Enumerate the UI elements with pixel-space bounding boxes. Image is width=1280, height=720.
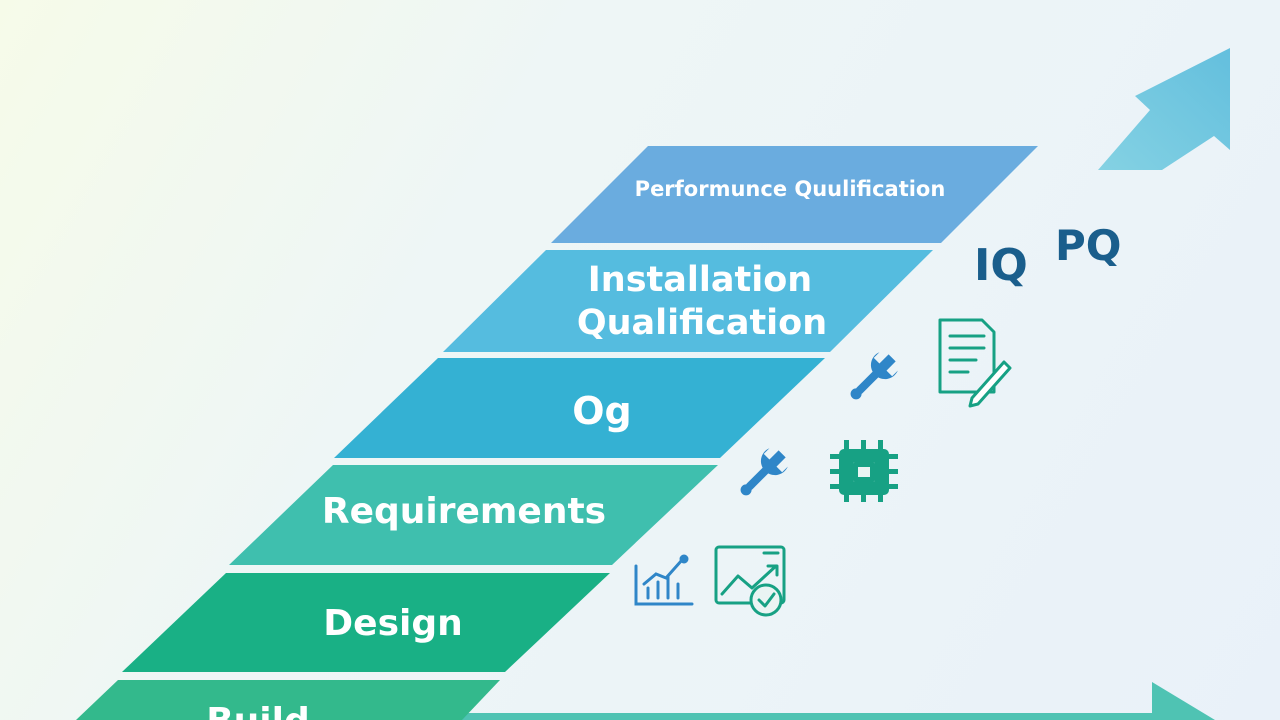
pq-label: PQ	[1055, 221, 1122, 270]
document-edit-icon	[938, 318, 1012, 408]
growth-arrow-icon	[1098, 48, 1230, 170]
wrench-icon	[850, 352, 898, 400]
chip-icon	[830, 440, 898, 502]
band-label: Qualification	[577, 303, 827, 343]
band-label: Build	[206, 701, 310, 720]
band-label: Design	[323, 603, 462, 644]
band-label: Performunce Quulification	[635, 177, 946, 201]
bar-chart-icon	[634, 554, 694, 606]
band-label: Requirements	[322, 491, 606, 532]
band-requirements: Requirements	[229, 465, 718, 565]
wrench-icon	[740, 448, 788, 496]
chart-check-icon	[714, 545, 786, 617]
band-build: Build	[76, 680, 500, 720]
band-design: Design	[122, 573, 610, 672]
iq-label: IQ	[974, 240, 1028, 291]
band-og: Og	[334, 358, 825, 458]
band-label: Installation	[588, 260, 812, 300]
bottom-arrow-icon	[430, 682, 1215, 720]
band-label: Og	[572, 389, 632, 433]
band-installation-qualification: Installation Qualification	[443, 250, 933, 352]
band-performance-qualification: Performunce Quulification	[551, 146, 1038, 243]
